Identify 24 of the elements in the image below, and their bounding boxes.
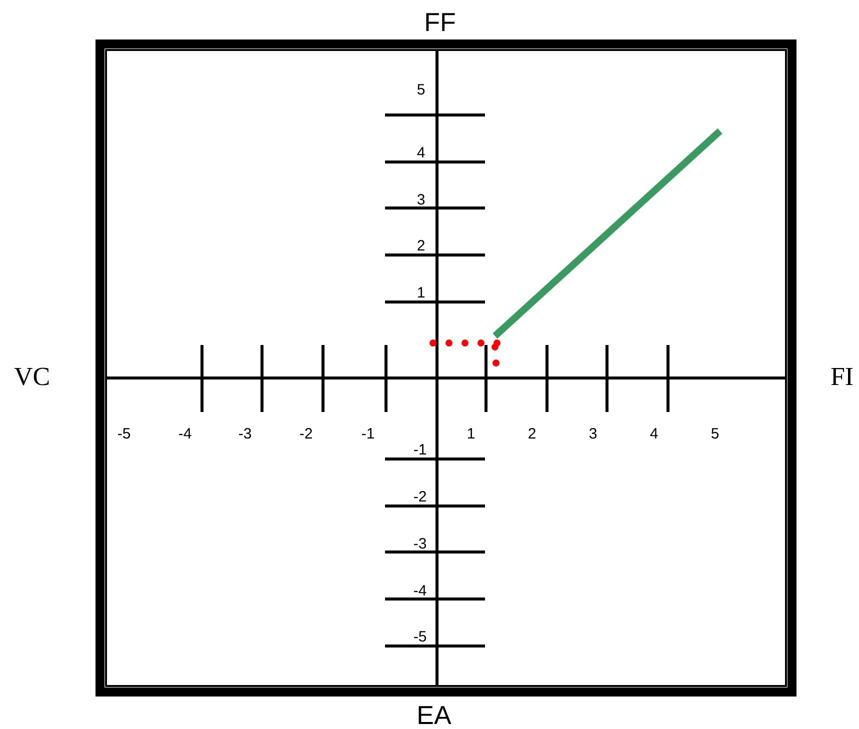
tick-label: 2: [416, 238, 426, 254]
tick-label: -5: [117, 426, 131, 442]
tick-label: -1: [413, 442, 427, 458]
tick-label: 4: [416, 146, 426, 160]
tick-label: -4: [413, 584, 427, 598]
tick-label: 5: [416, 82, 426, 98]
tick-label: -3: [413, 536, 427, 552]
tick-label: 3: [416, 192, 426, 208]
tick-label: -2: [299, 426, 313, 442]
tick-label: -2: [413, 490, 427, 504]
tick-label: 1: [466, 426, 476, 442]
tick-label: 2: [528, 426, 536, 442]
axis-title: EA: [416, 702, 452, 728]
axis-title: VC: [14, 364, 50, 390]
tick-label: 4: [650, 426, 658, 442]
tick-label: 3: [588, 426, 598, 442]
tick-label: 5: [710, 426, 720, 442]
tick-label: -4: [178, 426, 192, 442]
tick-label: 1: [416, 286, 426, 300]
tick-label: -5: [413, 630, 427, 644]
axis-title: FI: [830, 364, 854, 390]
tick-label: -1: [361, 426, 375, 442]
axis-title: FF: [424, 9, 456, 35]
tick-label: -3: [238, 426, 252, 442]
